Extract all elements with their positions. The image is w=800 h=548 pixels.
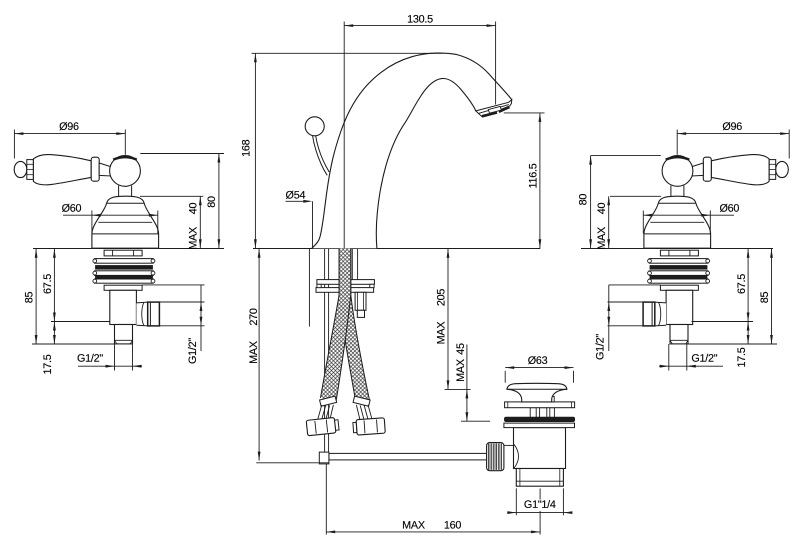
svg-text:MAX: MAX [435,322,447,345]
svg-text:80: 80 [578,194,590,206]
svg-text:160: 160 [444,519,462,531]
svg-text:G1/2": G1/2" [77,353,103,365]
svg-text:116.5: 116.5 [527,163,539,188]
svg-text:67.5: 67.5 [736,274,748,294]
svg-text:Ø96: Ø96 [722,121,742,133]
svg-text:Ø54: Ø54 [286,189,306,201]
svg-text:130.5: 130.5 [407,13,433,25]
svg-text:MAX: MAX [187,227,199,250]
svg-text:168: 168 [240,139,252,157]
svg-text:G1"1/4: G1"1/4 [524,499,556,511]
svg-text:85: 85 [24,292,36,304]
svg-text:MAX: MAX [455,359,467,382]
svg-text:40: 40 [596,203,608,215]
svg-text:270: 270 [248,308,260,326]
svg-text:80: 80 [206,196,218,208]
svg-text:MAX: MAX [248,341,260,364]
svg-text:G1/2": G1/2" [594,334,606,360]
svg-text:MAX: MAX [402,519,425,531]
svg-text:Ø96: Ø96 [59,121,79,133]
svg-text:17.5: 17.5 [42,354,54,374]
svg-text:205: 205 [435,289,447,307]
svg-text:45: 45 [455,343,467,355]
svg-text:MAX: MAX [596,227,608,250]
svg-text:Ø63: Ø63 [528,355,548,367]
svg-text:40: 40 [187,203,199,215]
svg-text:Ø60: Ø60 [62,203,82,215]
svg-text:G1/2": G1/2" [187,338,199,364]
svg-text:G1/2": G1/2" [691,353,717,365]
svg-text:17.5: 17.5 [736,347,748,367]
svg-text:Ø60: Ø60 [719,203,739,215]
svg-text:85: 85 [759,292,771,304]
svg-text:67.5: 67.5 [42,274,54,294]
